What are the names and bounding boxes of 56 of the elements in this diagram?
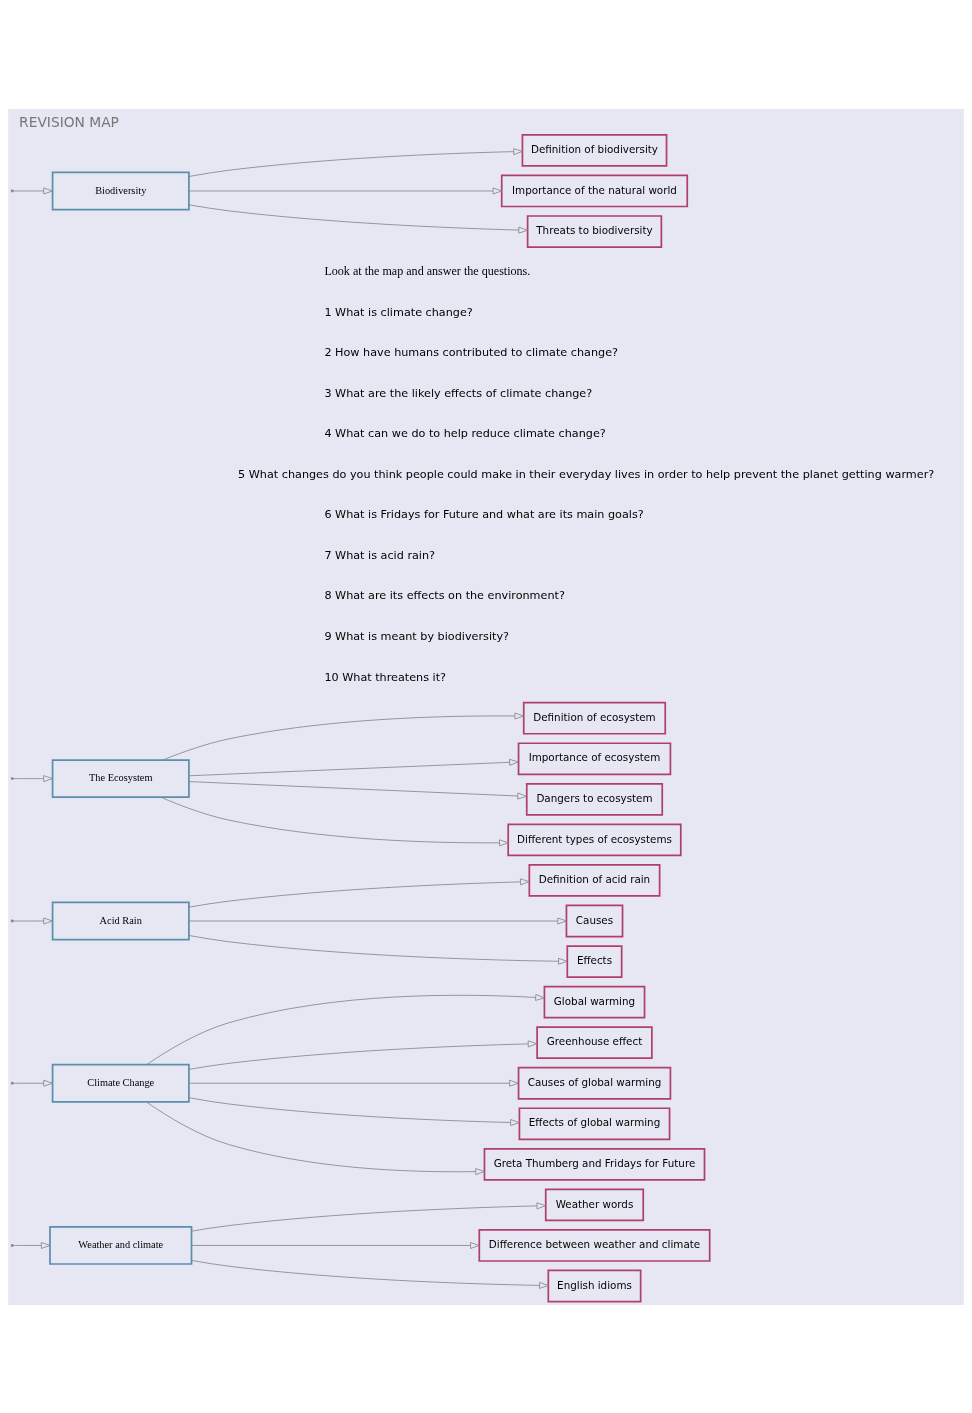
arrow bbox=[160, 796, 509, 846]
node-box: Difference between weather and climate bbox=[478, 1228, 711, 1262]
node-box: Global warming bbox=[543, 985, 646, 1018]
arrow bbox=[188, 1096, 520, 1126]
label: 3 What are the likely effects of climate change? bbox=[324, 386, 593, 400]
diagram-title: REVISION MAP bbox=[19, 113, 119, 130]
node-box: Different types of ecosystems bbox=[507, 823, 682, 856]
arrow bbox=[188, 934, 568, 965]
arrow bbox=[188, 187, 503, 194]
arrow bbox=[162, 712, 524, 760]
node-box: Dangers to ecosystem bbox=[525, 782, 664, 816]
label: 5 What changes do you think people could make in their everyday lives in order to help prevent the planet getting warmer? bbox=[238, 467, 935, 481]
node-box: Greenhouse effect bbox=[536, 1025, 653, 1059]
label: 6 What is Fridays for Future and what are its main goals? bbox=[324, 507, 644, 521]
node-box: Definition of acid rain bbox=[528, 863, 661, 897]
arrow bbox=[191, 1201, 547, 1232]
node-box: Climate Change bbox=[51, 1063, 190, 1103]
node-box: English idioms bbox=[547, 1269, 642, 1302]
arrow bbox=[12, 1241, 51, 1249]
arrow bbox=[191, 1259, 549, 1289]
label: 9 What is meant by biodiversity? bbox=[324, 629, 509, 643]
node-box: Causes bbox=[565, 904, 624, 937]
arrow bbox=[191, 1241, 480, 1249]
node-box: Biodiversity bbox=[51, 171, 190, 210]
arrow bbox=[188, 203, 528, 233]
node-box: Weather words bbox=[544, 1188, 645, 1221]
node-box: Threats to biodiversity bbox=[526, 214, 663, 248]
arrow bbox=[188, 877, 530, 908]
arrow bbox=[188, 917, 567, 924]
arrow bbox=[146, 1101, 485, 1175]
node-box: Importance of the natural world bbox=[500, 174, 689, 207]
label: 10 What threatens it? bbox=[324, 670, 447, 684]
label: 4 What can we do to help reduce climate change? bbox=[324, 426, 606, 440]
node-box: Greta Thumberg and Fridays for Future bbox=[483, 1147, 706, 1181]
node-box: Weather and climate bbox=[49, 1225, 193, 1265]
arrow bbox=[188, 1079, 519, 1087]
node-box: Acid Rain bbox=[51, 901, 190, 940]
arrow bbox=[188, 147, 523, 177]
label: 1 What is climate change? bbox=[324, 305, 473, 319]
label: 2 How have humans contributed to climate change? bbox=[324, 345, 618, 359]
label: Look at the map and answer the questions. bbox=[324, 263, 531, 278]
node-box: Causes of global warming bbox=[517, 1066, 672, 1100]
node-box: Importance of ecosystem bbox=[517, 741, 672, 775]
label: 7 What is acid rain? bbox=[324, 548, 436, 562]
arrow bbox=[188, 780, 527, 799]
arrow bbox=[188, 758, 519, 776]
node-box: Effects of global warming bbox=[518, 1106, 671, 1140]
arrow bbox=[146, 993, 545, 1065]
node-box: Definition of biodiversity bbox=[521, 133, 668, 167]
node-box: Effects bbox=[566, 944, 623, 978]
arrow bbox=[188, 1039, 538, 1070]
arrow bbox=[12, 774, 53, 782]
label: 8 What are its effects on the environment? bbox=[324, 588, 565, 602]
node-box: The Ecosystem bbox=[51, 758, 190, 798]
node-box: Definition of ecosystem bbox=[522, 701, 667, 735]
arrow bbox=[12, 1079, 53, 1087]
